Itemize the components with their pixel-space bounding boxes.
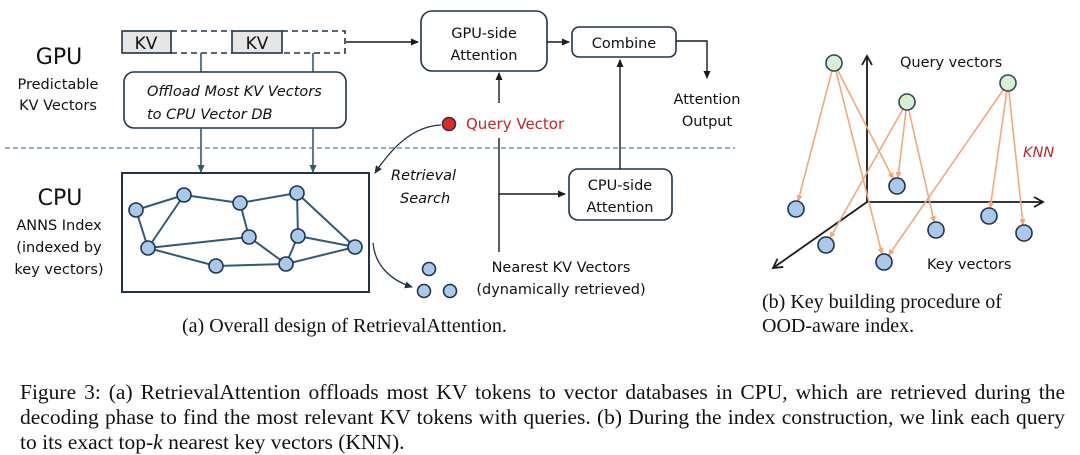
nearest-kv-line2: (dynamically retrieved) xyxy=(476,282,645,298)
caption-a: (a) Overall design of RetrievalAttention… xyxy=(182,315,507,337)
query-vector-node xyxy=(999,74,1017,92)
cpu-sublabel-line3: key vectors) xyxy=(14,262,103,278)
kv-cache-strip: KV KV xyxy=(121,30,346,54)
retrieved-node xyxy=(442,283,458,299)
knn-edges xyxy=(796,68,1026,257)
knn-label: KNN xyxy=(1023,145,1054,161)
query-vector-dot xyxy=(441,116,457,132)
knn-edge xyxy=(829,107,905,239)
anns-node xyxy=(128,202,144,218)
anns-edge xyxy=(296,192,356,248)
key-vector-node xyxy=(927,221,945,239)
retrieved-node xyxy=(416,283,432,299)
knn-edge xyxy=(895,108,907,180)
gpu-sublabel-line2: KV Vectors xyxy=(19,98,97,114)
gpu-sublabel-line1: Predictable xyxy=(18,77,99,93)
anns-edge xyxy=(135,194,185,211)
axis-depth xyxy=(771,201,868,270)
key-vector-node xyxy=(817,236,835,254)
offload-text-line2: to CPU Vector DB xyxy=(147,107,273,123)
anns-edge xyxy=(215,263,287,267)
anns-graph-nodes xyxy=(128,185,363,274)
anns-node xyxy=(232,195,248,211)
key-vector-nodes xyxy=(787,177,1033,271)
anns-node xyxy=(347,239,363,255)
panel-a: GPU Predictable KV Vectors KV KV Offload… xyxy=(5,10,741,299)
key-vector-node xyxy=(1015,224,1033,242)
gpu-attention-line1: GPU-side xyxy=(451,26,517,42)
kv-empty-slot-1 xyxy=(171,30,232,54)
attention-output-line1: Attention xyxy=(674,92,741,108)
figure-caption-k: k xyxy=(153,430,163,454)
arrow-combine-to-output xyxy=(676,40,711,79)
nearest-kv-line1: Nearest KV Vectors xyxy=(492,260,631,276)
anns-edge xyxy=(297,235,356,248)
gpu-attention-box xyxy=(420,10,548,72)
key-vector-node xyxy=(980,207,998,225)
knn-edge xyxy=(1007,89,1026,227)
anns-edge xyxy=(147,194,185,249)
anns-graph-edges xyxy=(135,192,356,267)
figure-caption-part1: Figure 3: (a) RetrievalAttention offload… xyxy=(20,380,1065,454)
query-vector-label: Query Vector xyxy=(466,115,565,133)
retrieval-search-line2: Search xyxy=(400,191,450,207)
query-vector-nodes xyxy=(825,54,1017,111)
key-vector-node xyxy=(888,177,906,195)
attention-output-line2: Output xyxy=(682,114,733,130)
anns-edge xyxy=(147,236,250,249)
kv-block-2 xyxy=(231,30,283,54)
kv-block-1-label: KV xyxy=(135,34,158,54)
anns-node xyxy=(278,256,294,272)
combine-label: Combine xyxy=(592,36,657,52)
query-vector-node xyxy=(825,54,843,72)
retrieved-arrow xyxy=(372,242,413,289)
retrieved-kv-nodes xyxy=(416,261,458,299)
knn-edge xyxy=(887,88,1005,257)
query-vectors-label: Query vectors xyxy=(900,55,1002,71)
anns-node xyxy=(289,185,305,201)
knn-edge xyxy=(834,69,884,256)
offload-box xyxy=(123,71,347,129)
anns-node xyxy=(208,258,224,274)
gpu-attention-line2: Attention xyxy=(451,48,518,64)
anns-node xyxy=(176,187,192,203)
figure-caption-part2: nearest key vectors (KNN). xyxy=(162,430,405,454)
anns-node xyxy=(140,240,156,256)
anns-node xyxy=(241,229,257,245)
anns-node xyxy=(290,228,306,244)
cpu-attention-line2: Attention xyxy=(587,200,654,216)
cpu-label: CPU xyxy=(38,186,83,211)
gpu-label: GPU xyxy=(36,45,82,70)
knn-edge xyxy=(907,108,936,224)
offload-text-line1: Offload Most KV Vectors xyxy=(147,84,322,100)
retrieval-search-line1: Retrieval xyxy=(391,168,456,184)
knn-edge xyxy=(988,89,1008,210)
knn-edge xyxy=(836,68,895,180)
cpu-attention-line1: CPU-side xyxy=(588,178,653,194)
key-vector-node xyxy=(875,253,893,271)
retrieved-node xyxy=(421,261,437,277)
caption-b-line1: (b) Key building procedure of xyxy=(762,291,1002,313)
key-vector-node xyxy=(787,200,805,218)
kv-block-2-label: KV xyxy=(246,34,269,54)
query-vector-node xyxy=(898,93,916,111)
panel-b: Query vectors KNN Key vectors xyxy=(771,54,1054,273)
anns-edge xyxy=(183,194,241,204)
anns-edge xyxy=(239,192,298,204)
combine-box xyxy=(571,26,677,58)
caption-b-line2: OOD-aware index. xyxy=(762,315,915,337)
retrieval-search-arrow xyxy=(374,124,442,174)
figure-caption: Figure 3: (a) RetrievalAttention offload… xyxy=(20,380,1065,455)
kv-block-1 xyxy=(121,30,172,54)
knn-edge xyxy=(796,69,834,203)
cpu-sublabel-line1: ANNS Index xyxy=(16,218,102,234)
anns-edge xyxy=(147,247,217,267)
kv-empty-slot-2 xyxy=(282,30,346,54)
anns-edge xyxy=(285,246,356,265)
cpu-sublabel-line2: (indexed by xyxy=(16,240,102,256)
key-vectors-label: Key vectors xyxy=(927,257,1011,273)
